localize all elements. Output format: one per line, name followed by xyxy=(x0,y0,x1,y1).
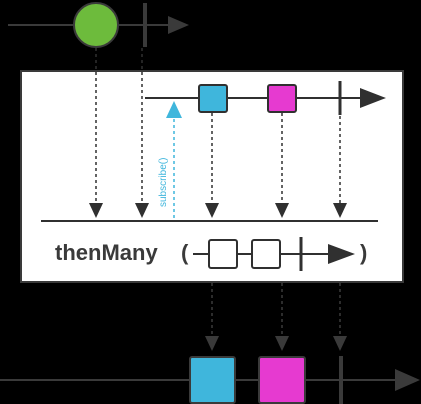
source-element-drop-arrow xyxy=(89,203,103,218)
inner-blue-element xyxy=(198,84,228,113)
inner-complete-drop-arrow xyxy=(333,203,347,218)
subscribe-annotation: subscribe() xyxy=(158,158,169,207)
output-magenta-element xyxy=(258,356,306,404)
output-blue-drop-arrow xyxy=(205,336,219,351)
inner-blue-drop-arrow xyxy=(205,203,219,218)
output-magenta-drop-arrow xyxy=(275,336,289,351)
output-complete-drop-arrow xyxy=(333,336,347,351)
inner-timeline-arrowhead xyxy=(360,88,386,108)
mini-element-2 xyxy=(251,239,281,269)
source-green-marble xyxy=(73,2,119,48)
mini-element-1 xyxy=(208,239,238,269)
operator-mini-timeline xyxy=(193,237,355,271)
operator-close-paren: ) xyxy=(360,240,367,265)
subscribe-arrow-head xyxy=(166,101,182,118)
operator-open-paren: ( xyxy=(181,240,189,265)
source-timeline-arrowhead xyxy=(168,16,189,34)
inner-timeline xyxy=(145,81,386,115)
mini-timeline-arrowhead xyxy=(328,244,355,264)
output-blue-element xyxy=(189,356,236,404)
source-complete-drop-arrow xyxy=(135,203,149,218)
output-timeline xyxy=(0,356,420,404)
operator-name: thenMany xyxy=(55,240,158,265)
inner-magenta-element xyxy=(267,84,297,113)
source-timeline xyxy=(8,2,189,48)
inner-magenta-drop-arrow xyxy=(275,203,289,218)
output-timeline-arrowhead xyxy=(395,369,420,391)
